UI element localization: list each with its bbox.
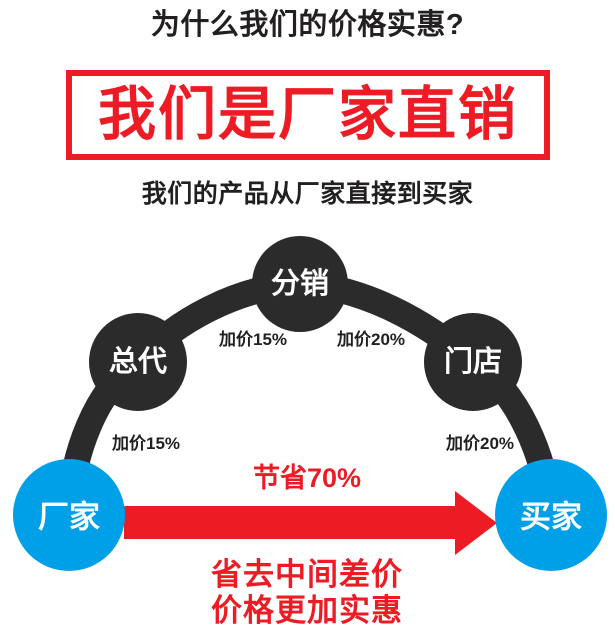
edge-label-factory-agent: 加价15% [111,434,180,453]
edge-label-agent-distributor: 加价15% [218,330,287,349]
edge-label-store-buyer: 加价20% [445,434,514,453]
node-label-buyer: 买家 [520,500,582,535]
savings-label: 节省70% [253,463,361,493]
banner-box: 我们是厂家直销 [66,70,550,160]
node-buyer: 买家 [495,459,607,571]
node-label-agent: 总代 [109,345,167,378]
node-label-store: 门店 [444,345,502,378]
node-distributor: 分销 [252,236,348,332]
node-label-distributor: 分销 [271,267,329,300]
direct-arrow [124,491,497,555]
arrow-shape [124,491,497,555]
node-factory: 厂家 [13,459,125,571]
supply-chain-diagram: 分销 总代 门店 加价15% 加价20% 加价15% 加价20% 节省70% 厂… [0,225,615,634]
tagline-line-2: 价格更加实惠 [211,593,403,628]
subtitle: 我们的产品从厂家直接到买家 [141,180,474,208]
node-store: 门店 [424,313,522,411]
banner-text: 我们是厂家直销 [97,82,518,147]
edge-label-distributor-store: 加价20% [336,330,405,349]
tagline-line-1: 省去中间差价 [211,557,403,592]
node-agent: 总代 [89,313,187,411]
node-label-factory: 厂家 [38,500,100,535]
page-title: 为什么我们的价格实惠? [150,9,465,41]
